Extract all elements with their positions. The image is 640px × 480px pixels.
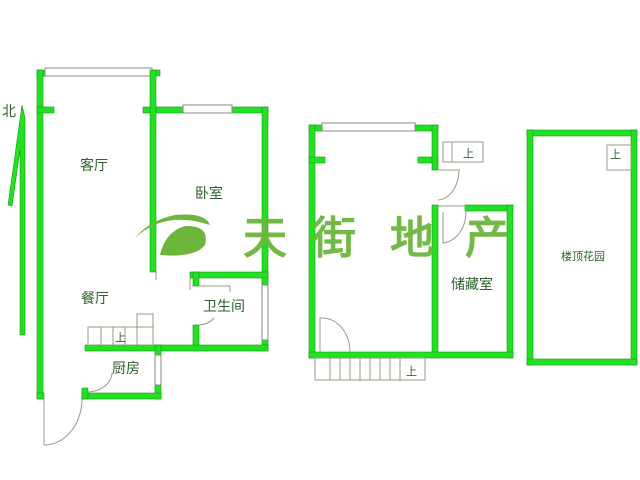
stairs-up-label: 上	[115, 331, 126, 344]
stairs: 上	[87, 313, 154, 346]
watermark: 天 街 地 产	[135, 213, 509, 264]
unit-roof: 上	[526, 129, 638, 366]
stairs: 上	[442, 141, 484, 163]
room-kitchen: 厨房	[112, 361, 140, 377]
room-roof-garden: 楼顶花园	[561, 249, 605, 263]
north-label: 北	[2, 104, 16, 120]
watermark-char: 产	[465, 213, 509, 264]
stairs-up-label: 上	[406, 365, 417, 378]
unit-left: 上	[36, 67, 269, 446]
watermark-char: 地	[390, 213, 434, 264]
watermark-char: 街	[311, 213, 356, 264]
stairs: 上	[314, 357, 426, 381]
room-dining: 餐厅	[81, 291, 109, 307]
unit-middle: 上 上	[308, 122, 514, 381]
room-bathroom: 卫生间	[203, 299, 245, 315]
logo-icon	[135, 214, 210, 256]
room-living: 客厅	[80, 157, 108, 174]
stairs-up-label: 上	[610, 148, 621, 161]
stairs-up-label: 上	[463, 147, 474, 160]
room-bedroom: 卧室	[195, 185, 223, 202]
room-storage: 储藏室	[451, 276, 493, 293]
north-arrow-icon: 北	[2, 104, 26, 336]
watermark-char: 天	[243, 213, 287, 264]
